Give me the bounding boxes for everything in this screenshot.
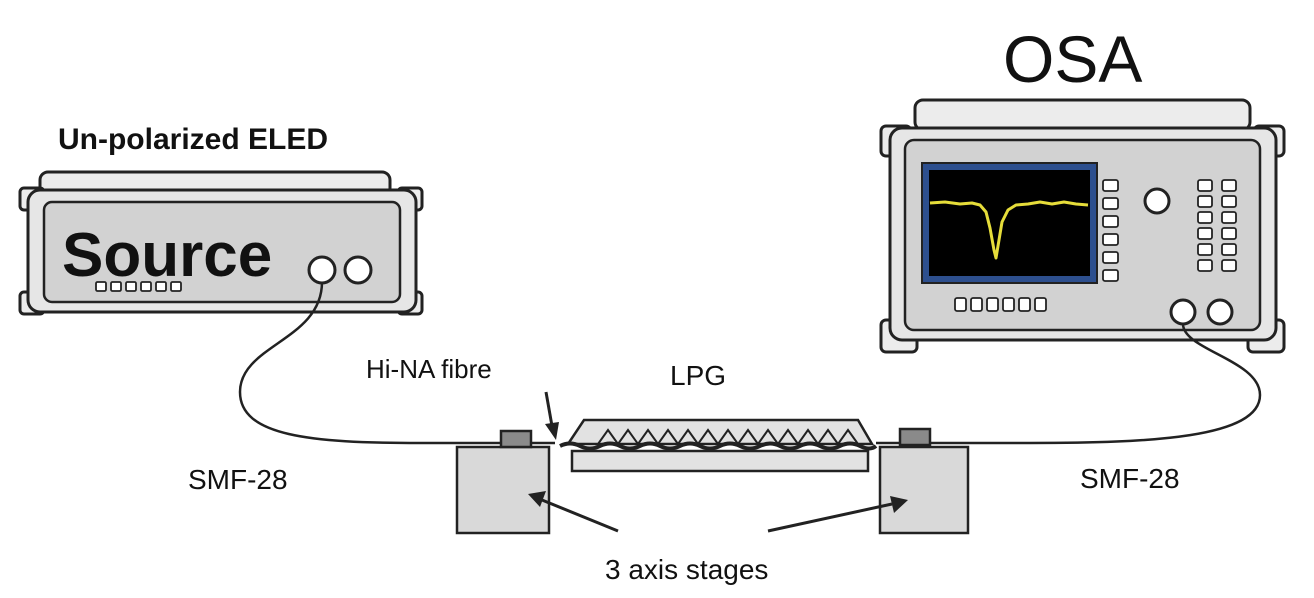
osa-title-label: OSA bbox=[1003, 22, 1142, 96]
osa-device bbox=[879, 98, 1286, 354]
stage-left-arrow-icon bbox=[528, 491, 619, 533]
smf-fibre-right bbox=[876, 323, 1262, 445]
osa-dial-knob-icon bbox=[1143, 187, 1171, 215]
stage-left bbox=[455, 429, 551, 535]
lpg-device bbox=[559, 418, 878, 473]
source-output-knob-icon bbox=[307, 255, 337, 285]
osa-aux-knob-icon bbox=[1206, 298, 1234, 326]
smf-right-label: SMF-28 bbox=[1080, 463, 1180, 494]
source-name-label: Source bbox=[62, 221, 272, 290]
osa-softkey-column bbox=[1102, 179, 1119, 282]
osa-screen bbox=[929, 170, 1090, 276]
stages-label: 3 axis stages bbox=[605, 554, 768, 585]
hi-na-arrow-icon bbox=[544, 391, 559, 440]
source-aux-knob-icon bbox=[343, 255, 373, 285]
fibre-in-lpg bbox=[559, 441, 878, 451]
osa-input-knob-icon bbox=[1169, 298, 1197, 326]
osa-keypad bbox=[1197, 179, 1237, 272]
grating-teeth bbox=[597, 428, 859, 446]
lpg-label: LPG bbox=[670, 360, 726, 391]
source-button-row bbox=[95, 281, 182, 292]
spectrum-trace bbox=[929, 200, 1089, 260]
smf-left-label: SMF-28 bbox=[188, 464, 288, 495]
source-header-label: Un-polarized ELED bbox=[58, 123, 328, 156]
stage-right-arrow-icon bbox=[767, 496, 908, 533]
source-device bbox=[18, 170, 424, 316]
stage-right bbox=[878, 427, 970, 535]
hi-na-fibre-label: Hi-NA fibre bbox=[366, 354, 492, 384]
osa-screen-button-row bbox=[954, 297, 1047, 312]
smf-fibre-left bbox=[238, 281, 555, 445]
